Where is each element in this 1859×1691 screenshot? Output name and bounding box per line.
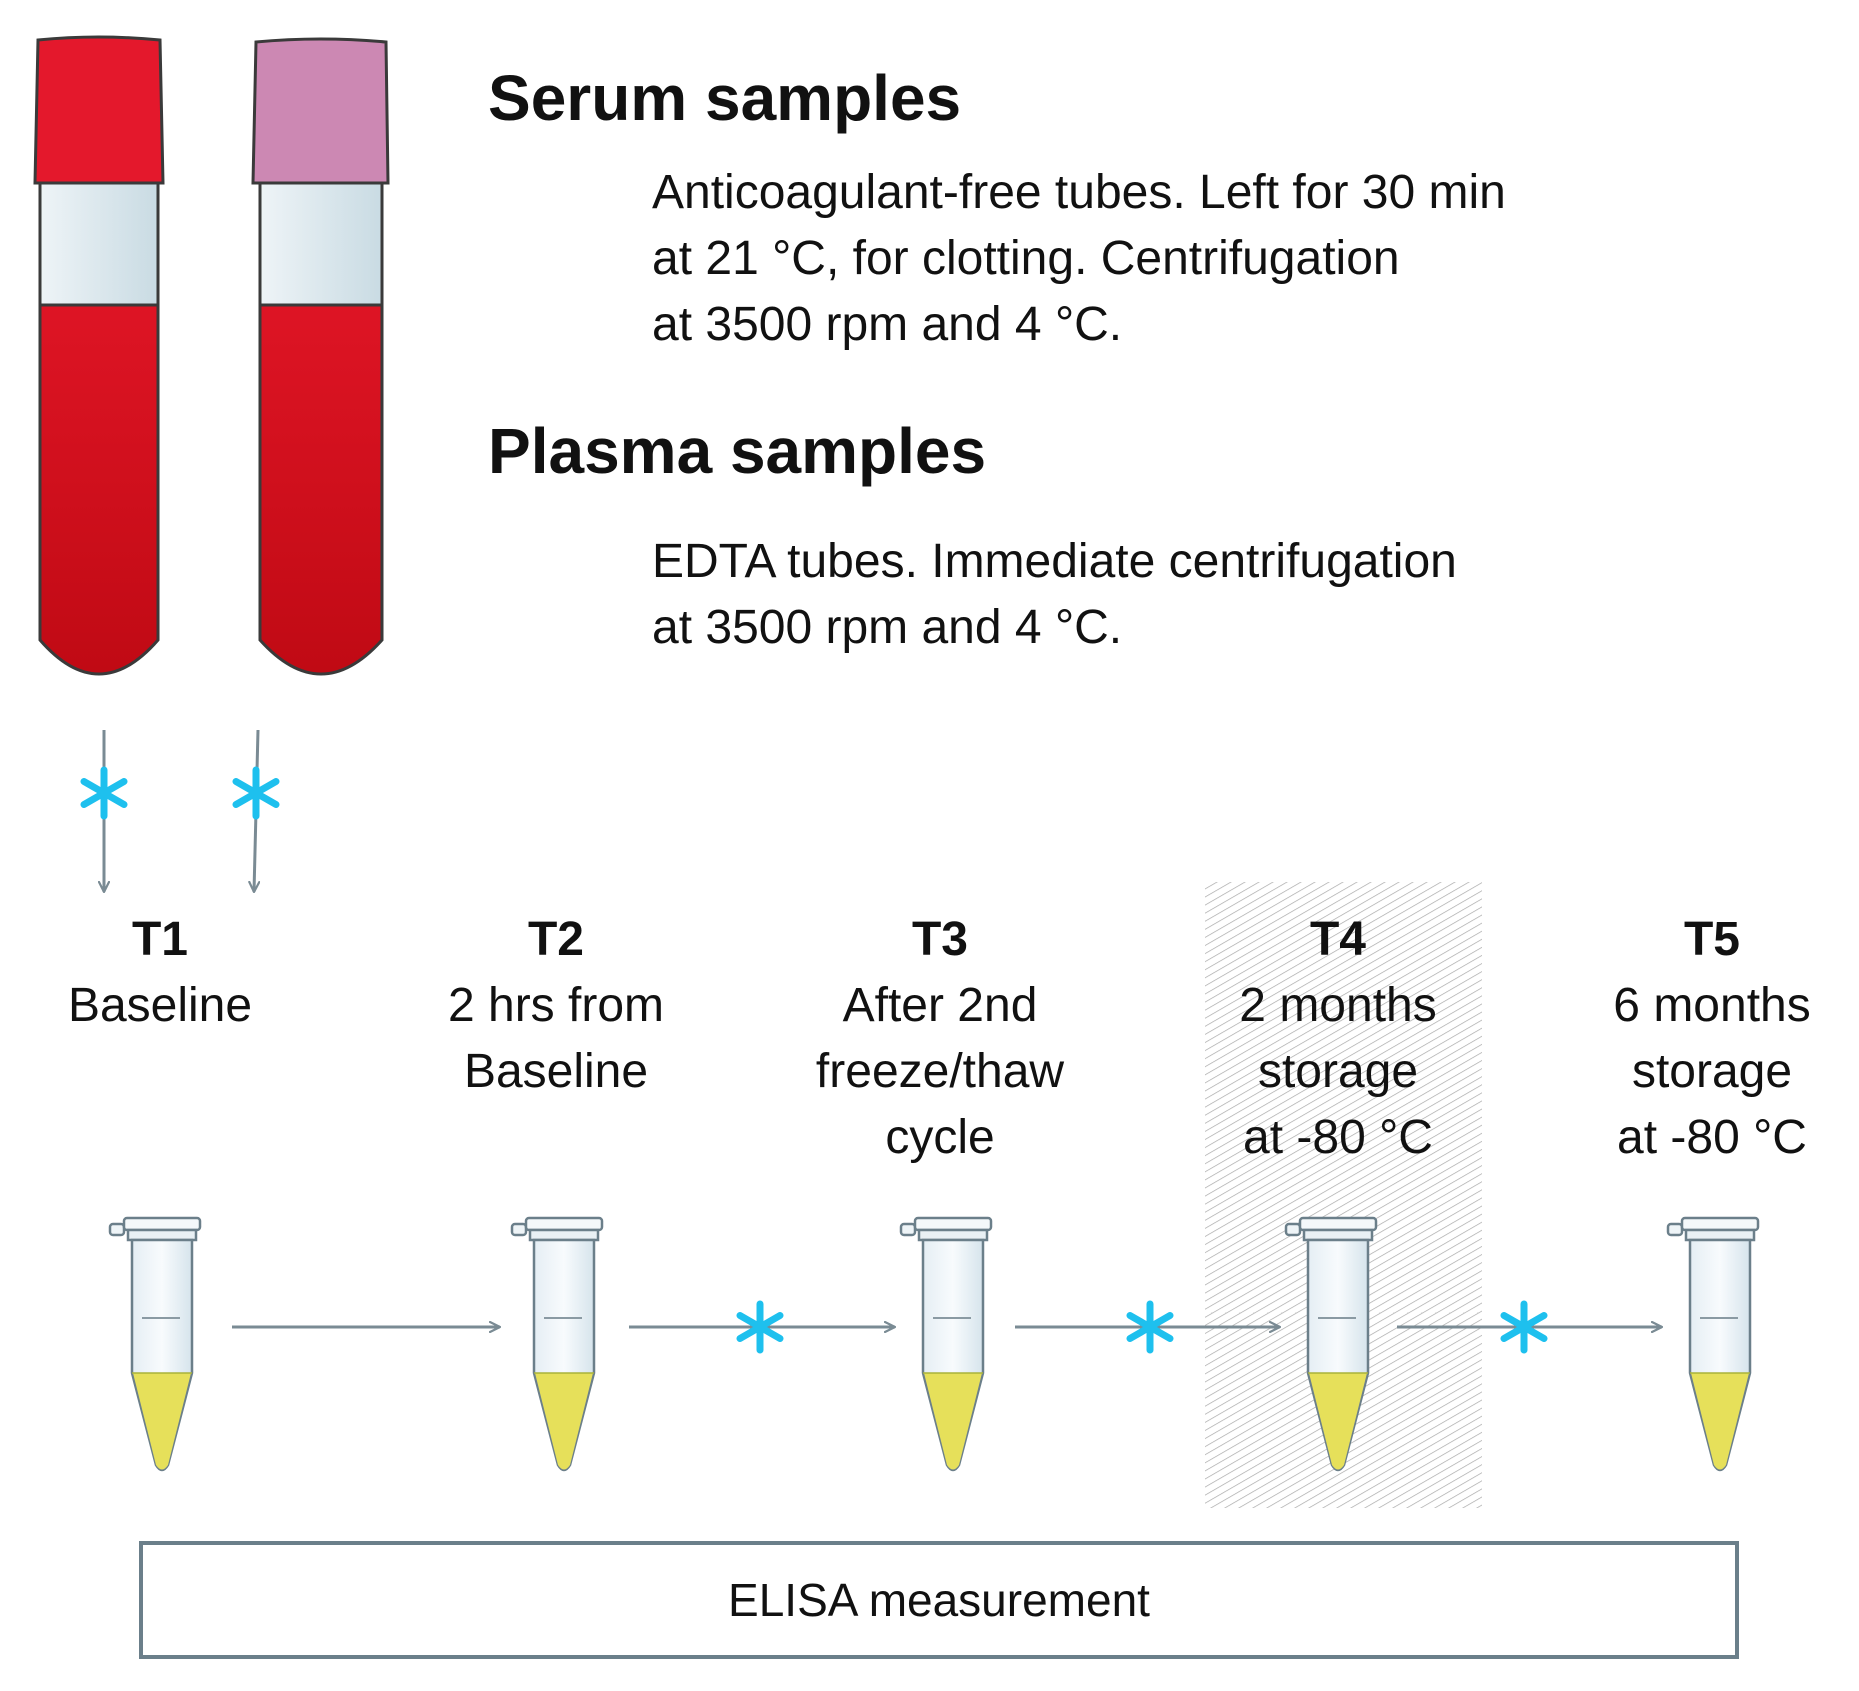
plasma-blood-tube-icon — [251, 37, 390, 676]
serum-line-1: Anticoagulant-free tubes. Left for 30 mi… — [652, 166, 1506, 219]
timepoint-line: freeze/thaw — [815, 1045, 1065, 1098]
serum-title: Serum samples — [488, 62, 962, 134]
elisa-label: ELISA measurement — [728, 1574, 1150, 1626]
t3-microtube-icon — [899, 1216, 993, 1472]
timepoint-line: storage — [1631, 1045, 1793, 1098]
t1-microtube-icon — [108, 1216, 202, 1472]
timepoint-label: T2 — [527, 913, 584, 966]
elisa-measurement-box: ELISA measurement — [139, 1541, 1739, 1659]
serum-description: Anticoagulant-free tubes. Left for 30 mi… — [652, 160, 1506, 358]
serum-line-3: at 3500 rpm and 4 °C. — [652, 298, 1123, 351]
timepoint-t3: T3 After 2nd freeze/thaw cycle — [780, 907, 1100, 1171]
timepoint-line: 2 hrs from — [447, 979, 665, 1032]
t2-microtube-icon — [510, 1216, 604, 1472]
timepoint-line: at -80 °C — [1617, 1111, 1807, 1164]
timepoint-line: 6 months — [1613, 979, 1811, 1032]
timepoint-line: cycle — [885, 1111, 995, 1164]
timepoint-line: storage — [1257, 1045, 1419, 1098]
plasma-line-2: at 3500 rpm and 4 °C. — [652, 601, 1123, 654]
timepoint-line: Baseline — [67, 979, 253, 1032]
serum-asterisk-icon — [84, 770, 124, 816]
timepoint-line: Baseline — [463, 1045, 649, 1098]
t5-microtube-icon — [1666, 1216, 1760, 1472]
timepoint-t2: T2 2 hrs from Baseline — [396, 907, 716, 1105]
timepoint-label: T1 — [131, 913, 188, 966]
timepoint-t5: T5 6 months storage at -80 °C — [1552, 907, 1859, 1171]
timepoint-line: at -80 °C — [1243, 1111, 1433, 1164]
serum-line-2: at 21 °C, for clotting. Centrifugation — [652, 232, 1400, 285]
plasma-line-1: EDTA tubes. Immediate centrifugation — [652, 535, 1457, 588]
serum-blood-tube-icon — [33, 35, 165, 676]
timepoint-line: 2 months — [1239, 979, 1437, 1032]
timepoint-t1: T1 Baseline — [0, 907, 320, 1039]
timepoint-label: T4 — [1309, 913, 1366, 966]
timepoint-label: T3 — [911, 913, 968, 966]
timepoint-line: After 2nd — [842, 979, 1038, 1032]
plasma-asterisk-icon — [236, 770, 276, 816]
timepoint-t4: T4 2 months storage at -80 °C — [1178, 907, 1498, 1171]
plasma-title: Plasma samples — [488, 415, 987, 487]
timepoint-label: T5 — [1683, 913, 1740, 966]
plasma-description: EDTA tubes. Immediate centrifugation at … — [652, 529, 1457, 661]
